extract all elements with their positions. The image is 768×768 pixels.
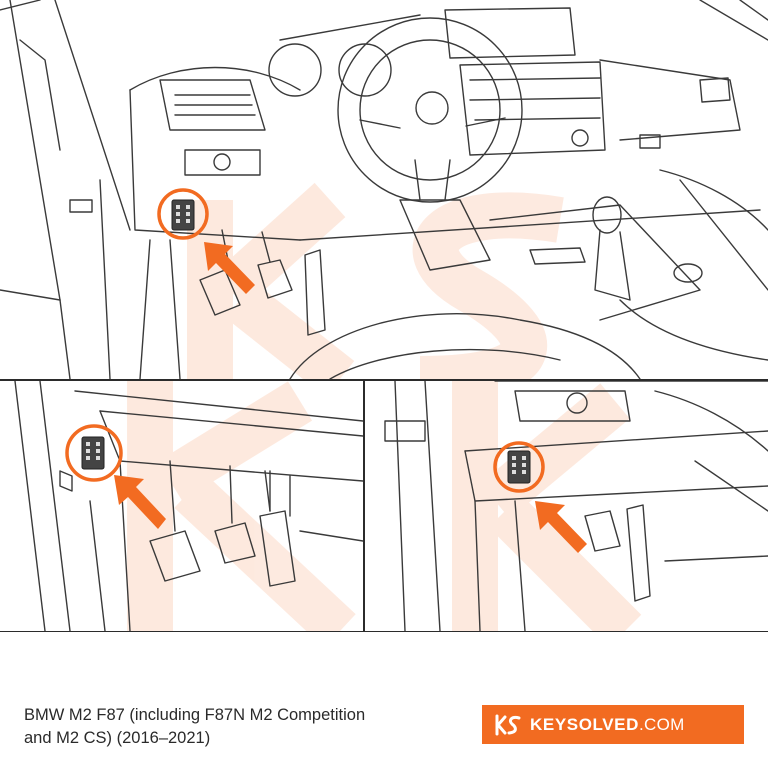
ks-logo-icon — [495, 714, 521, 735]
obd-port-icon — [507, 450, 531, 484]
divider-horizontal — [0, 379, 768, 381]
arrow-icon — [114, 475, 166, 529]
arrow-icon — [535, 501, 587, 553]
brand-domain: .COM — [639, 714, 685, 734]
obd-port-icon — [171, 199, 195, 231]
obd-port-icon — [81, 436, 105, 470]
caption-line-2: and M2 CS) (2016–2021) — [24, 729, 211, 747]
brand-name: KEYSOLVED — [530, 714, 639, 734]
divider-bottom — [0, 631, 768, 632]
highlight-circle — [65, 424, 123, 482]
caption-line-1: BMW M2 F87 (including F87N M2 Competitio… — [24, 706, 366, 724]
arrow-icon — [204, 242, 255, 294]
brand-badge[interactable]: KEYSOLVED.COM — [482, 705, 744, 744]
divider-vertical — [363, 380, 365, 632]
vehicle-caption: BMW M2 F87 (including F87N M2 Competitio… — [24, 704, 464, 750]
highlight-circle — [493, 441, 545, 493]
panel-interior-overview — [0, 0, 768, 379]
panel-detail-right — [365, 381, 768, 631]
panel-detail-left — [0, 381, 363, 631]
highlight-circle — [157, 188, 209, 240]
watermark-logo — [187, 182, 564, 379]
